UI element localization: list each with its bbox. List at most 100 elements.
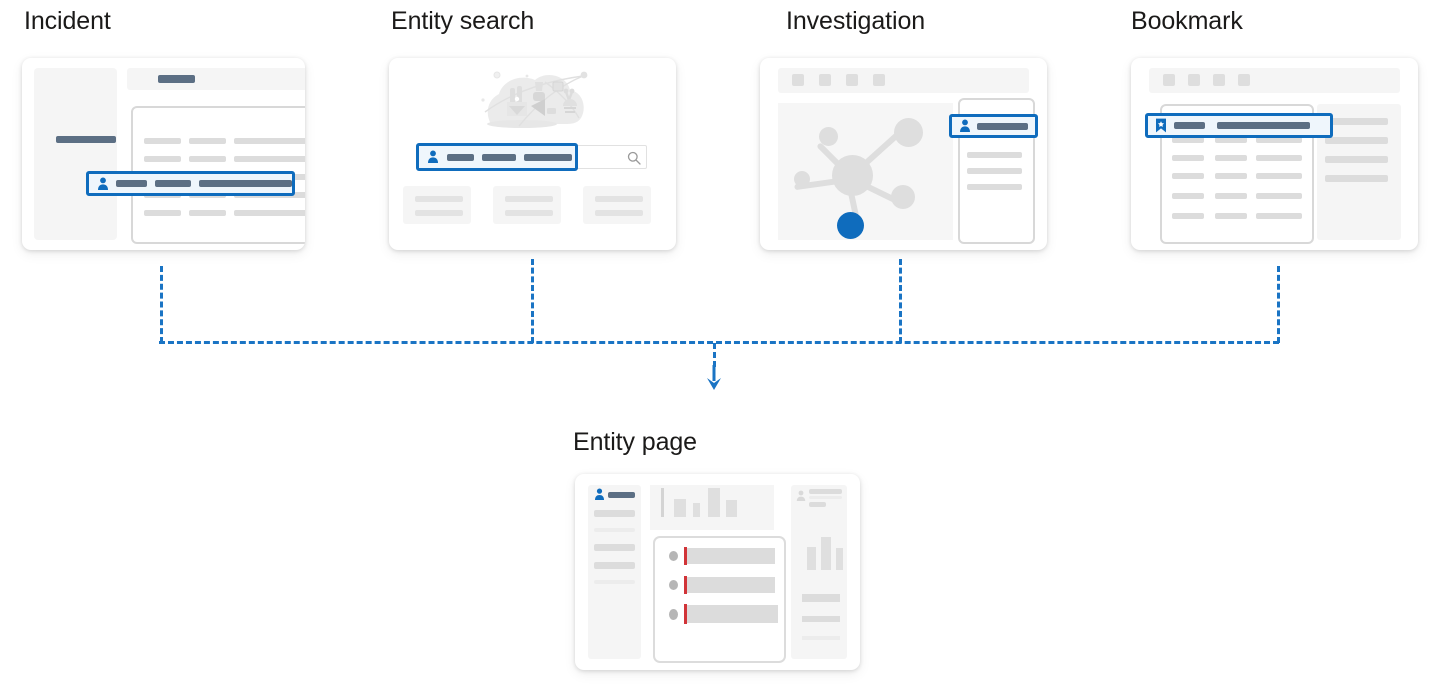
person-icon — [959, 119, 971, 133]
graph-node[interactable] — [819, 127, 838, 146]
card-incident[interactable] — [22, 58, 305, 250]
chart-bar — [674, 499, 686, 517]
timeline-dot — [669, 580, 678, 590]
card-entity-page[interactable] — [575, 474, 860, 670]
result-card[interactable] — [493, 186, 561, 224]
entity-name-bar — [608, 492, 635, 498]
graph-node[interactable] — [891, 185, 915, 209]
severity-tick — [684, 547, 687, 565]
magnifier-icon[interactable] — [627, 151, 641, 170]
side-line — [1325, 175, 1388, 182]
investigation-graph-canvas[interactable] — [778, 103, 953, 240]
flow-arrow-down — [703, 365, 725, 398]
connector-stem-entity-page — [713, 343, 716, 367]
toolbar-square[interactable] — [846, 74, 858, 86]
insights-line — [809, 489, 842, 494]
rail-line — [594, 580, 635, 584]
toolbar-square[interactable] — [1163, 74, 1175, 86]
result-line — [505, 196, 553, 202]
page-title-bookmark: Bookmark — [1131, 7, 1243, 35]
page-title-incident: Incident — [24, 7, 111, 35]
panel-line — [967, 168, 1022, 174]
result-card[interactable] — [403, 186, 471, 224]
insights-chart-bar — [836, 548, 843, 570]
incident-page-heading-bar — [158, 75, 195, 83]
table-cell — [144, 138, 181, 144]
chart-bar — [708, 488, 720, 517]
timeline-bar — [687, 577, 775, 593]
rail-line — [594, 562, 635, 569]
graph-node-center[interactable] — [832, 155, 873, 196]
page-title-entity-search: Entity search — [391, 7, 535, 35]
table-cell — [189, 138, 226, 144]
entity-search-query-token[interactable] — [416, 143, 578, 171]
table-cell — [1215, 173, 1247, 179]
insights-row — [802, 616, 840, 622]
side-line — [1325, 137, 1388, 144]
table-cell — [1172, 173, 1204, 179]
graph-node[interactable] — [894, 118, 923, 147]
investigation-selected-entity-row[interactable] — [949, 114, 1038, 138]
table-cell — [234, 156, 305, 162]
toolbar-square[interactable] — [819, 74, 831, 86]
card-entity-search[interactable] — [389, 58, 676, 250]
table-cell — [1172, 137, 1204, 143]
table-cell — [1215, 155, 1247, 161]
row-segment — [154, 180, 192, 187]
toolbar-square[interactable] — [1188, 74, 1200, 86]
incident-selected-entity-row[interactable] — [86, 171, 295, 196]
insights-line — [809, 502, 826, 507]
search-hero-illustration — [467, 66, 599, 130]
entity-insights-rail — [791, 485, 847, 659]
row-segment — [1174, 122, 1205, 129]
table-cell — [1256, 173, 1302, 179]
query-segment — [482, 153, 516, 161]
investigation-toolbar — [778, 68, 1029, 93]
result-line — [505, 210, 553, 216]
table-cell — [1256, 137, 1302, 143]
timeline-bar — [687, 605, 778, 623]
severity-tick — [684, 576, 687, 594]
incident-header-strip — [127, 68, 305, 90]
query-segment — [447, 153, 474, 161]
table-cell — [144, 210, 181, 216]
panel-line — [967, 152, 1022, 158]
insights-row — [802, 594, 840, 602]
timeline-bar — [687, 548, 775, 564]
connector-stem-investigation — [899, 259, 902, 343]
card-investigation[interactable] — [760, 58, 1047, 250]
graph-node-selected[interactable] — [837, 212, 864, 239]
bookmark-selected-row[interactable] — [1145, 113, 1333, 138]
result-line — [595, 210, 643, 216]
graph-node[interactable] — [794, 171, 810, 187]
insights-line — [809, 496, 842, 499]
rail-line — [594, 528, 635, 532]
table-cell — [234, 210, 305, 216]
card-bookmark[interactable] — [1131, 58, 1418, 250]
side-line — [1325, 118, 1388, 125]
chart-bar — [726, 500, 737, 517]
table-cell — [1256, 155, 1302, 161]
result-card[interactable] — [583, 186, 651, 224]
row-segment — [977, 122, 1028, 130]
side-line — [1325, 156, 1388, 163]
toolbar-square[interactable] — [873, 74, 885, 86]
chart-bar — [693, 503, 700, 517]
table-cell — [1256, 193, 1302, 199]
row-segment — [1217, 122, 1310, 129]
insights-row — [802, 636, 840, 640]
toolbar-square[interactable] — [1213, 74, 1225, 86]
table-cell — [1215, 213, 1247, 219]
connector-stem-bookmark — [1277, 266, 1280, 343]
result-line — [595, 196, 643, 202]
toolbar-square[interactable] — [1238, 74, 1250, 86]
table-cell — [1172, 213, 1204, 219]
table-cell — [189, 210, 226, 216]
row-segment — [116, 180, 147, 187]
row-segment — [199, 180, 293, 187]
toolbar-square[interactable] — [792, 74, 804, 86]
rail-line — [594, 544, 635, 551]
bookmark-table-frame — [1160, 104, 1314, 244]
table-cell — [1172, 155, 1204, 161]
table-cell — [1256, 213, 1302, 219]
